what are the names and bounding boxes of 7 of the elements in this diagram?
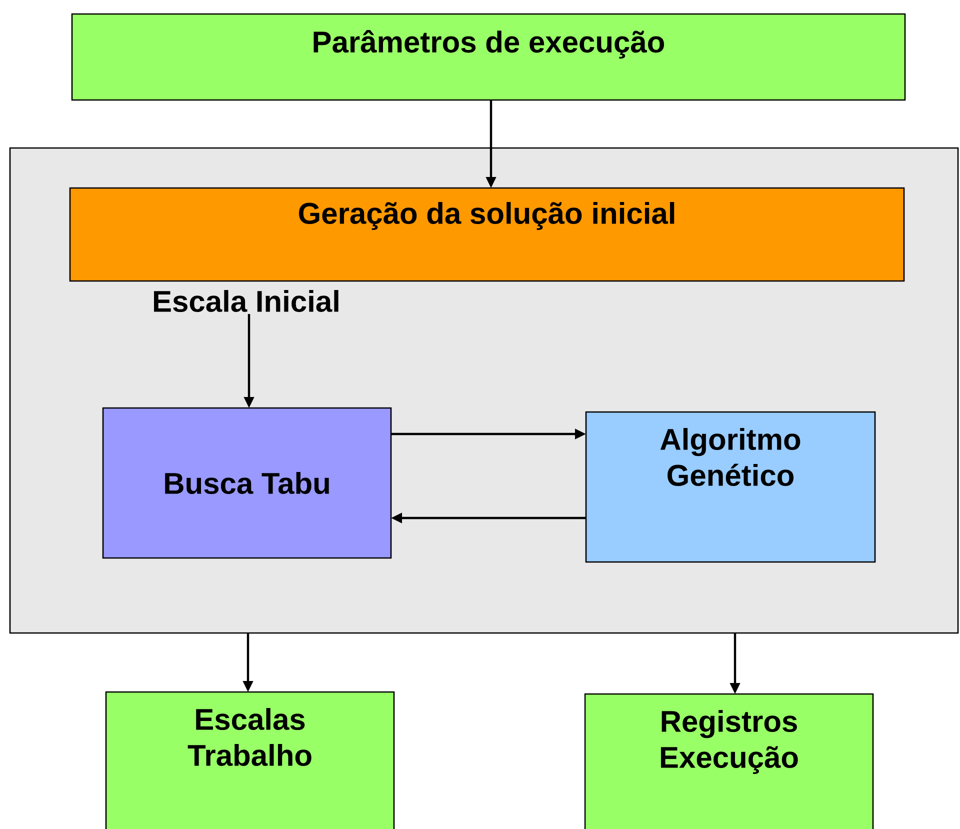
process-box: Algoritmo Genético [585,411,876,563]
process-box: Parâmetros de execução [71,13,906,101]
process-box: Escalas Trabalho [105,691,395,829]
process-box: Busca Tabu [102,407,392,559]
process-box: Geração da solução inicial [69,187,905,282]
label-text: Escala Inicial [154,290,338,312]
process-box: Registros Execução [584,693,874,829]
